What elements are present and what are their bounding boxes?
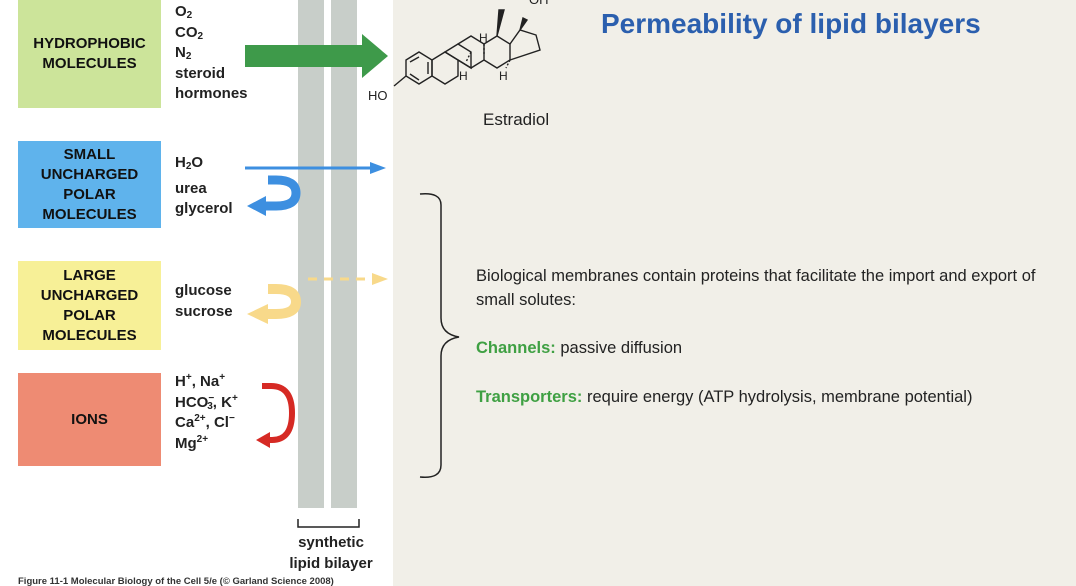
- large-polar-reflect-arrow: [247, 284, 302, 324]
- small-polar-molecule-list: H2O urea glycerol: [175, 153, 233, 220]
- molecule-glucose: glucose: [175, 282, 232, 299]
- category-label-line: LARGE: [63, 266, 116, 284]
- hydrophobic-permeation-arrow: [245, 34, 388, 78]
- transporters-text: require energy (ATP hydrolysis, membrane…: [586, 388, 973, 406]
- category-label-line: POLAR: [63, 306, 116, 324]
- estradiol-structure: [393, 9, 541, 87]
- channels-label: Channels:: [476, 339, 556, 357]
- molecule-steroid-line: steroid: [175, 64, 226, 82]
- page-title: Permeability of lipid bilayers: [601, 8, 981, 39]
- category-label-line: MOLECULES: [42, 205, 137, 223]
- category-label-line: SMALL: [63, 145, 116, 163]
- hydrophobic-category-box: HYDROPHOBIC MOLECULES: [18, 0, 161, 108]
- small-polar-permeation-arrow: [245, 162, 386, 174]
- ions-molecule-list: H+, Na+ HCO−3, K+ Ca2+, Cl− Mg2+: [175, 372, 238, 454]
- figure-caption: Figure 11-1 Molecular Biology of the Cel…: [18, 576, 334, 586]
- channels-line: Channels: passive diffusion: [476, 336, 682, 360]
- large-polar-molecule-list: glucose sucrose: [175, 281, 233, 322]
- figure-panel: HYDROPHOBIC MOLECULES SMALL UNCHARGED PO…: [0, 0, 393, 586]
- category-label-line: HYDROPHOBIC: [33, 35, 146, 52]
- small-polar-reflect-arrow: [247, 175, 301, 216]
- category-label-line: UNCHARGED: [40, 286, 139, 304]
- bilayer-leaflet-outer: [298, 0, 324, 508]
- molecule-sucrose: sucrose: [175, 302, 233, 320]
- intro-text: Biological membranes contain proteins th…: [476, 267, 1036, 309]
- category-label-line: IONS: [71, 410, 108, 428]
- molecule-o2: O2: [175, 3, 193, 21]
- small-polar-category-box: SMALL UNCHARGED POLAR MOLECULES: [18, 141, 161, 228]
- transporters-label: Transporters:: [476, 388, 583, 406]
- hydrophobic-molecule-list: O2 CO2 N2 steroid hormones: [175, 2, 248, 105]
- structure-label-ho: HO: [368, 88, 388, 103]
- channels-text: passive diffusion: [560, 339, 683, 357]
- category-label-line: MOLECULES: [42, 326, 137, 344]
- ions-category-box: IONS: [18, 373, 161, 466]
- category-label-line: POLAR: [63, 185, 116, 203]
- ion-line: Ca2+, Cl−: [175, 413, 235, 432]
- transporters-line: Transporters: require energy (ATP hydrol…: [476, 385, 972, 409]
- structure-label-h: H: [499, 69, 508, 83]
- category-label-line: UNCHARGED: [40, 165, 139, 183]
- structure-label-h: H: [479, 31, 488, 45]
- large-polar-permeation-arrow: [308, 273, 388, 285]
- text-panel: [393, 0, 1076, 586]
- molecule-n2: N2: [175, 44, 192, 62]
- category-label-line: MOLECULES: [42, 55, 137, 72]
- bilayer-bracket: [297, 519, 360, 528]
- estradiol-label: Estradiol: [483, 110, 550, 129]
- molecule-urea: urea: [175, 179, 207, 197]
- ion-line: Mg2+: [175, 433, 209, 452]
- molecule-steroid-line: hormones: [175, 85, 248, 102]
- bilayer-label: synthetic lipid bilayer: [289, 534, 373, 572]
- curly-brace: [419, 192, 460, 478]
- large-polar-category-box: LARGE UNCHARGED POLAR MOLECULES: [18, 261, 161, 350]
- molecule-co2: CO2: [175, 23, 204, 42]
- ion-line: H+, Na+: [175, 372, 226, 391]
- ion-line: HCO−3, K+: [175, 392, 238, 412]
- structure-label-h: H: [459, 69, 468, 83]
- structure-label-oh: OH: [529, 0, 549, 7]
- bilayer-leaflet-inner: [331, 0, 357, 508]
- ions-reflect-arrow: [256, 383, 296, 448]
- molecule-glycerol: glycerol: [175, 200, 233, 217]
- molecule-h2o: H2O: [175, 154, 204, 172]
